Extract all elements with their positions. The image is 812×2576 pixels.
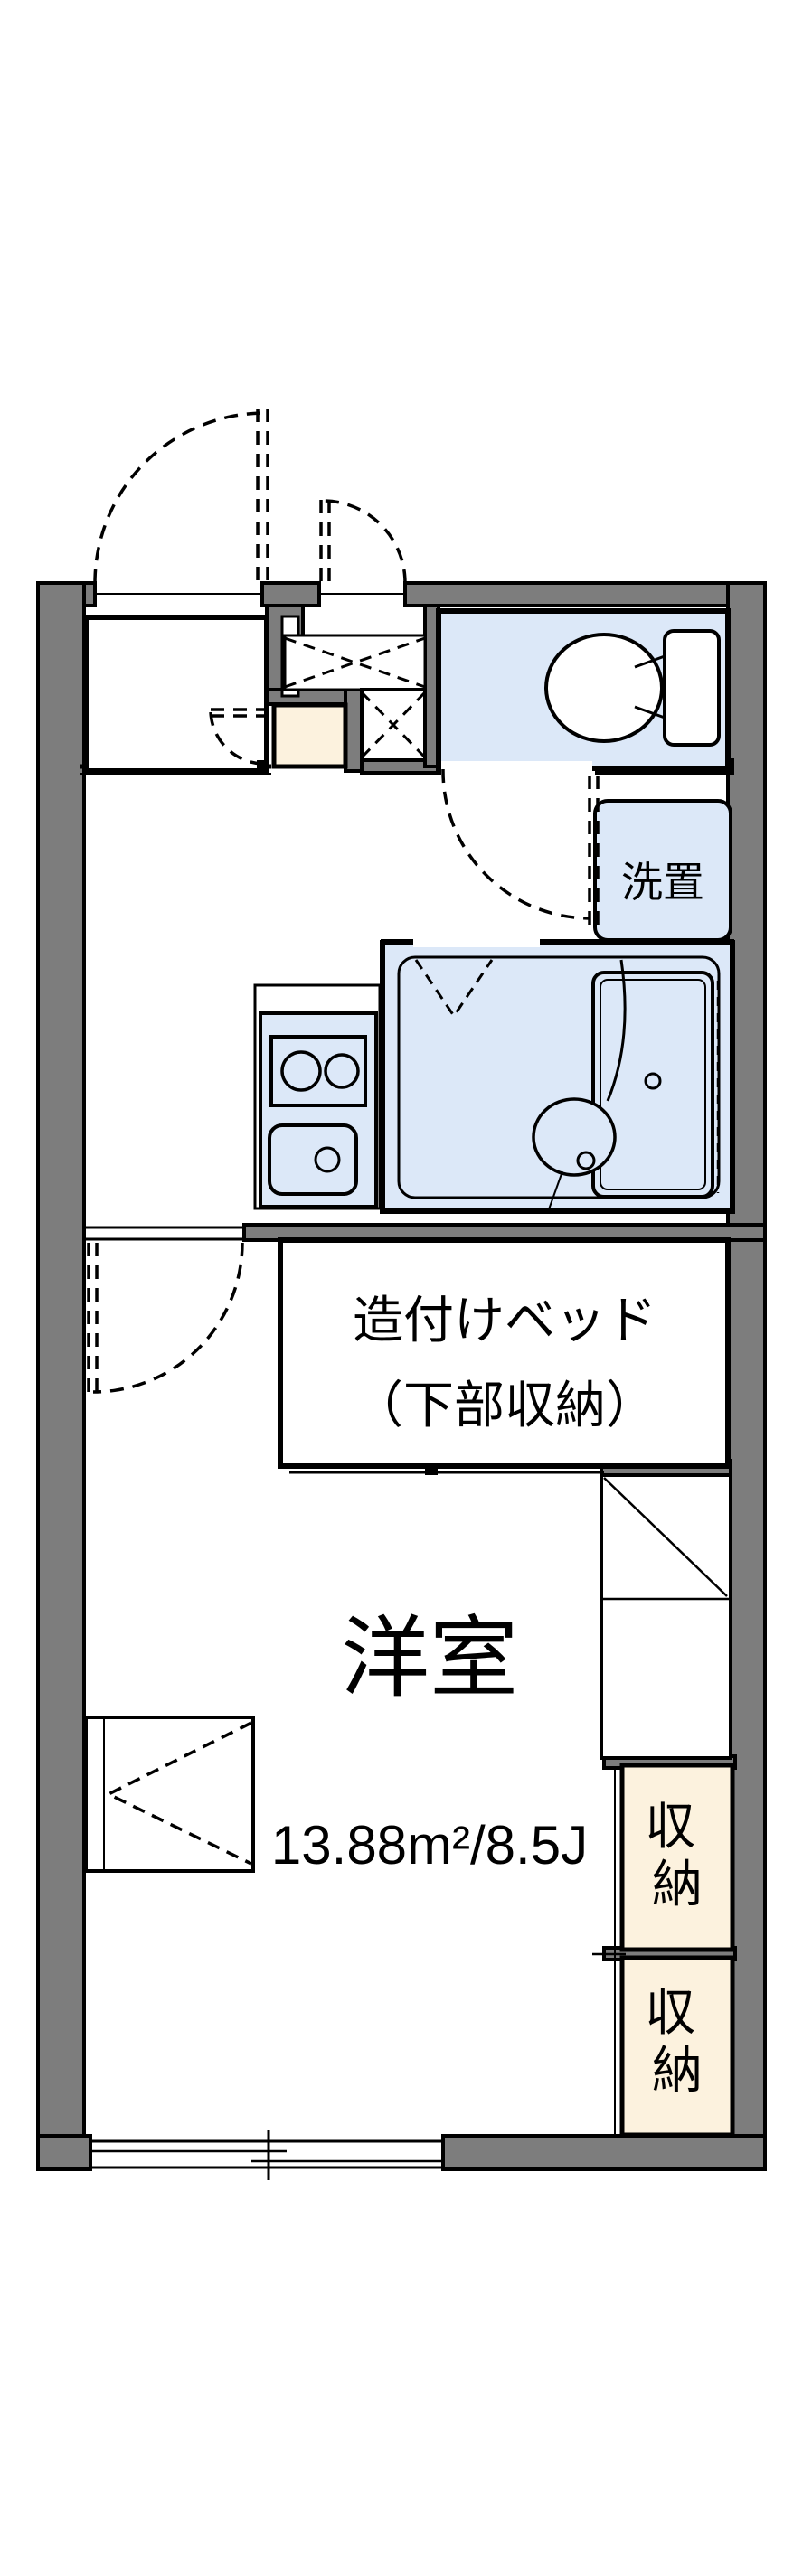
outer-and-inner-walls [36, 581, 767, 2171]
door-arc-upper-room [209, 708, 265, 766]
bed-label-line1: 造付けベッド [353, 1292, 656, 1349]
refrigerator-diagonal-mark [603, 1477, 728, 1597]
storage-upper-label: 収 納 [645, 1798, 710, 1913]
entrance-cross-marks [284, 636, 427, 759]
storage-closet-upper: 収 納 [619, 1763, 735, 1952]
shower-divider-line [606, 959, 627, 1102]
storage-upper-box [619, 1763, 735, 1952]
bathroom-doorway-gap [413, 936, 540, 947]
storage-closet-lower: 収 納 [619, 1955, 735, 2138]
wall-bottom-right [441, 2134, 767, 2171]
wall-top-between-doors [260, 581, 321, 607]
bathroom-folding-door-mark [414, 959, 494, 1019]
storage-lower-box [619, 1955, 735, 2138]
room-name-label: 洋室 [341, 1608, 518, 1707]
washer-label: 洗置 [621, 859, 704, 906]
door-arc-toilet [441, 768, 600, 931]
bathtub-icon [591, 971, 714, 1199]
wall-left [36, 581, 86, 2171]
door-swings [87, 409, 600, 1394]
folding-table-fold-mark [105, 1721, 252, 1866]
bed-box [278, 1237, 731, 1469]
entrance-upper-step [283, 634, 427, 691]
kitchen-top [259, 1011, 378, 1208]
door-stop-tick [257, 760, 268, 768]
refrigerator-space [600, 1473, 732, 1760]
entrance-area [280, 615, 427, 762]
wall-bottom-left [36, 2134, 92, 2171]
shoe-cabinet [271, 702, 348, 769]
door-arc-western-room [87, 1242, 244, 1394]
built-in-bed: 造付けベッド （下部収納） [278, 1237, 731, 1469]
toilet-room [436, 608, 731, 776]
wall-entrance-right-of-cabinet [344, 688, 364, 773]
toilet-icon [544, 629, 721, 747]
upper-left-storage-room [83, 615, 269, 774]
kitchen-unit [253, 983, 382, 1210]
refrigerator-box [600, 1473, 732, 1760]
toilet-doorway-gap [441, 761, 592, 776]
washer-area: 洗置 [593, 799, 732, 942]
bed-label-line2: （下部収納） [353, 1377, 656, 1434]
storage-lower-label: 収 納 [645, 1984, 710, 2099]
sink-icon [268, 1123, 358, 1196]
folding-table-box [84, 1716, 255, 1873]
folding-table [84, 1716, 255, 1873]
shower-basin-icon [532, 1097, 617, 1210]
room-size-label: 13.88m²/8.5J [271, 1815, 588, 1876]
unit-bath-inner-wall [397, 955, 721, 1199]
bathroom [380, 936, 735, 1214]
stove-icon [269, 1035, 367, 1107]
door-arc-top-left [93, 409, 269, 584]
wall-top-right [403, 581, 767, 607]
door-arc-entrance [319, 499, 407, 584]
